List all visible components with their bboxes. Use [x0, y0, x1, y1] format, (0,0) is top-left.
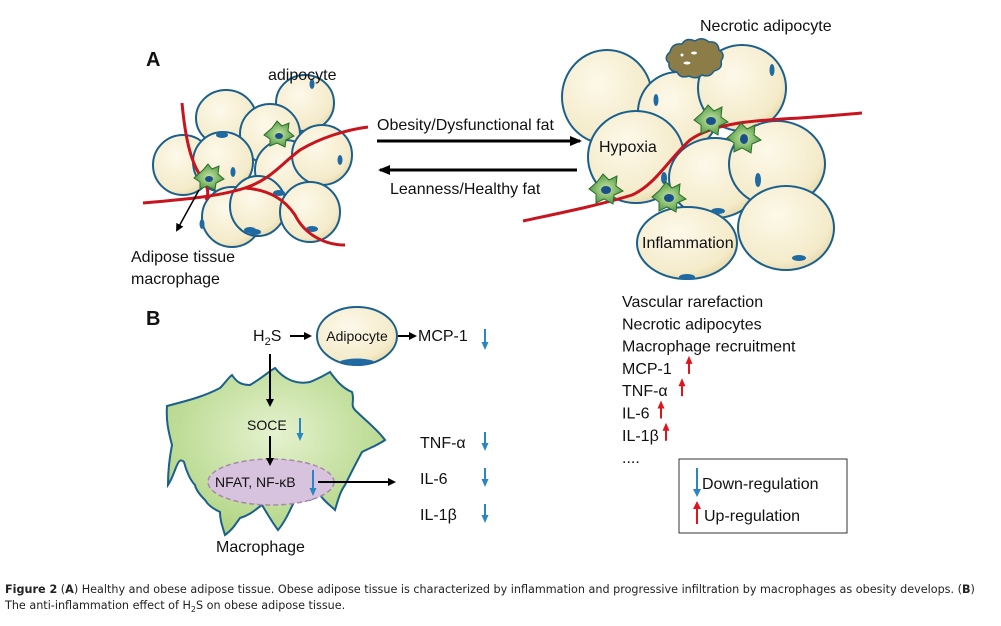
- down-arrow-icon: [481, 432, 489, 451]
- legend-down-label: Down-regulation: [702, 476, 819, 493]
- inflammation-label: Inflammation: [642, 235, 734, 252]
- figure-canvas: A: [131, 18, 863, 556]
- caption-text-b: The anti-inflammation effect of H: [5, 599, 191, 612]
- soce-down-arrow-icon: [296, 418, 304, 441]
- macrophage-label-line2: macrophage: [131, 271, 220, 288]
- obese-blood-vessel: [522, 111, 863, 223]
- down-arrow-icon: [481, 504, 489, 523]
- healthy-adipocytes: [152, 74, 353, 248]
- hypoxia-label: Hypoxia: [599, 139, 657, 156]
- up-arrow-icon: [657, 400, 665, 419]
- macrophage-pointer-arrow: [176, 189, 200, 232]
- caption-sub: 2: [190, 605, 196, 615]
- obesity-label: Obesity/Dysfunctional fat: [377, 117, 555, 134]
- consequence-item: Vascular rarefaction: [622, 294, 763, 311]
- necrotic-adipocyte-label: Necrotic adipocyte: [700, 18, 832, 35]
- figure-caption: Figure 2 (A) Healthy and obese adipose t…: [5, 583, 975, 615]
- cytokine-item: IL-1β: [420, 507, 457, 524]
- caption-text-b-end: S on obese adipose tissue.: [196, 599, 346, 612]
- macrophage-cell-large: [165, 366, 387, 537]
- soce-label: SOCE: [247, 417, 287, 433]
- consequence-item: TNF-α: [622, 383, 668, 400]
- caption-b-marker: B: [962, 583, 971, 596]
- up-arrow-icon: [662, 422, 670, 441]
- up-arrow-icon: [693, 501, 701, 524]
- tissue-macrophages: [193, 120, 295, 191]
- caption-text-a: Healthy and obese adipose tissue. Obese …: [78, 583, 958, 596]
- obese-adipose-tissue: Necrotic adipocyte: [522, 18, 863, 280]
- adipocyte-label: adipocyte: [268, 67, 337, 84]
- mcp1-b-label: MCP-1: [418, 328, 468, 345]
- cytokine-item: IL-6: [420, 471, 448, 488]
- adipocyte: [291, 124, 353, 186]
- adipocyte: [737, 185, 835, 271]
- caption-a-marker: A: [65, 583, 74, 596]
- h2s-label: H2S: [253, 328, 281, 348]
- nfat-label: NFAT, NF-κB: [215, 474, 296, 490]
- macrophage-label-line1: Adipose tissue: [131, 249, 235, 266]
- adipocyte-b-label: Adipocyte: [326, 328, 388, 344]
- consequence-item: IL-6: [622, 406, 650, 423]
- consequence-item: Macrophage recruitment: [622, 339, 796, 356]
- nfat-down-arrow-icon: [309, 470, 317, 496]
- consequence-item: ....: [622, 450, 640, 467]
- cytokine-list: TNF-αIL-6IL-1β: [420, 432, 489, 524]
- macrophage-b-label: Macrophage: [216, 539, 305, 556]
- leanness-label: Leanness/Healthy fat: [390, 181, 541, 198]
- up-arrow-icon: [685, 355, 693, 374]
- consequence-item: IL-1β: [622, 428, 659, 445]
- up-arrow-icon: [678, 378, 686, 397]
- healthy-adipose-tissue: adipocyte Adipose tissue macrophage: [131, 67, 369, 288]
- adipocyte: [229, 175, 287, 237]
- panel-b-label: B: [146, 308, 160, 330]
- cytokine-item: TNF-α: [420, 435, 466, 452]
- caption-figure-number: Figure 2: [5, 583, 58, 596]
- consequence-item: MCP-1: [622, 361, 672, 378]
- panel-a-label: A: [146, 49, 160, 71]
- mcp1-down-arrow-icon: [481, 329, 489, 350]
- down-arrow-icon: [693, 468, 701, 497]
- adipocyte-nucleus: [340, 358, 374, 366]
- transition-arrows: Obesity/Dysfunctional fat Leanness/Healt…: [377, 117, 582, 198]
- down-arrow-icon: [481, 468, 489, 487]
- consequence-item: Necrotic adipocytes: [622, 316, 762, 333]
- legend: Down-regulation Up-regulation: [678, 458, 848, 534]
- legend-up-label: Up-regulation: [704, 508, 800, 525]
- adipocyte: [279, 181, 341, 243]
- legend-box: [678, 458, 848, 534]
- necrotic-adipocyte: [665, 38, 724, 79]
